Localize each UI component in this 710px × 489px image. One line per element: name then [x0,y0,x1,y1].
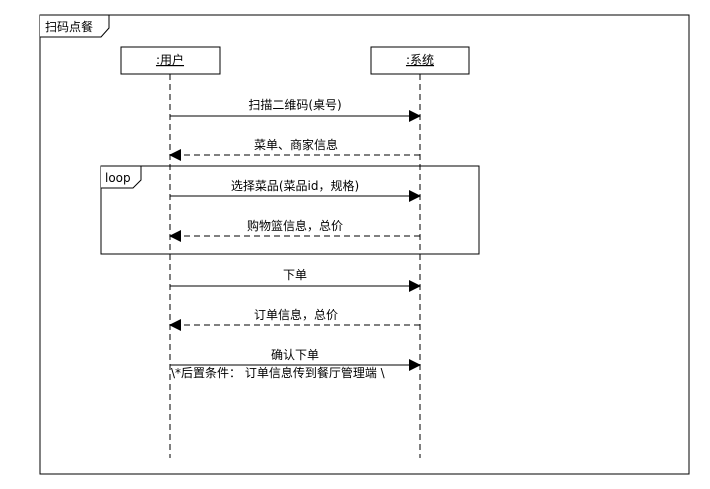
lifeline-user: :用户 [120,46,221,458]
loop-fragment: loop [100,165,480,255]
message-label: 购物篮信息，总价 [247,218,343,233]
postcondition-note: \*后置条件： 订单信息传到餐厅管理端 \ [171,365,386,380]
message-label: 扫描二维码(桌号) [248,98,341,112]
message-label: 下单 [283,268,307,282]
message-basket-info: 购物篮信息，总价 [169,218,420,242]
lifeline-system-head [370,46,470,75]
message-select-dish: 选择菜品(菜品id，规格) [170,178,421,202]
lifeline-system: :系统 [370,46,470,458]
lifeline-system-label: :系统 [406,53,434,67]
message-confirm-order: 确认下单 [170,348,421,371]
lifeline-user-head [120,46,221,75]
loop-label: loop [105,171,131,185]
message-label: 订单信息，总价 [254,307,338,322]
message-menu-info: 菜单、商家信息 [169,137,420,161]
diagram-frame: 扫码点餐 [39,14,690,475]
message-place-order: 下单 [170,268,421,292]
frame-title: 扫码点餐 [45,19,93,34]
message-label: 菜单、商家信息 [254,137,338,152]
lifeline-user-label: :用户 [156,52,184,67]
message-label: 选择菜品(菜品id，规格) [231,178,359,193]
message-order-info: 订单信息，总价 [169,307,420,331]
message-scan-qr: 扫描二维码(桌号) [170,98,421,122]
message-label: 确认下单 [271,348,319,362]
